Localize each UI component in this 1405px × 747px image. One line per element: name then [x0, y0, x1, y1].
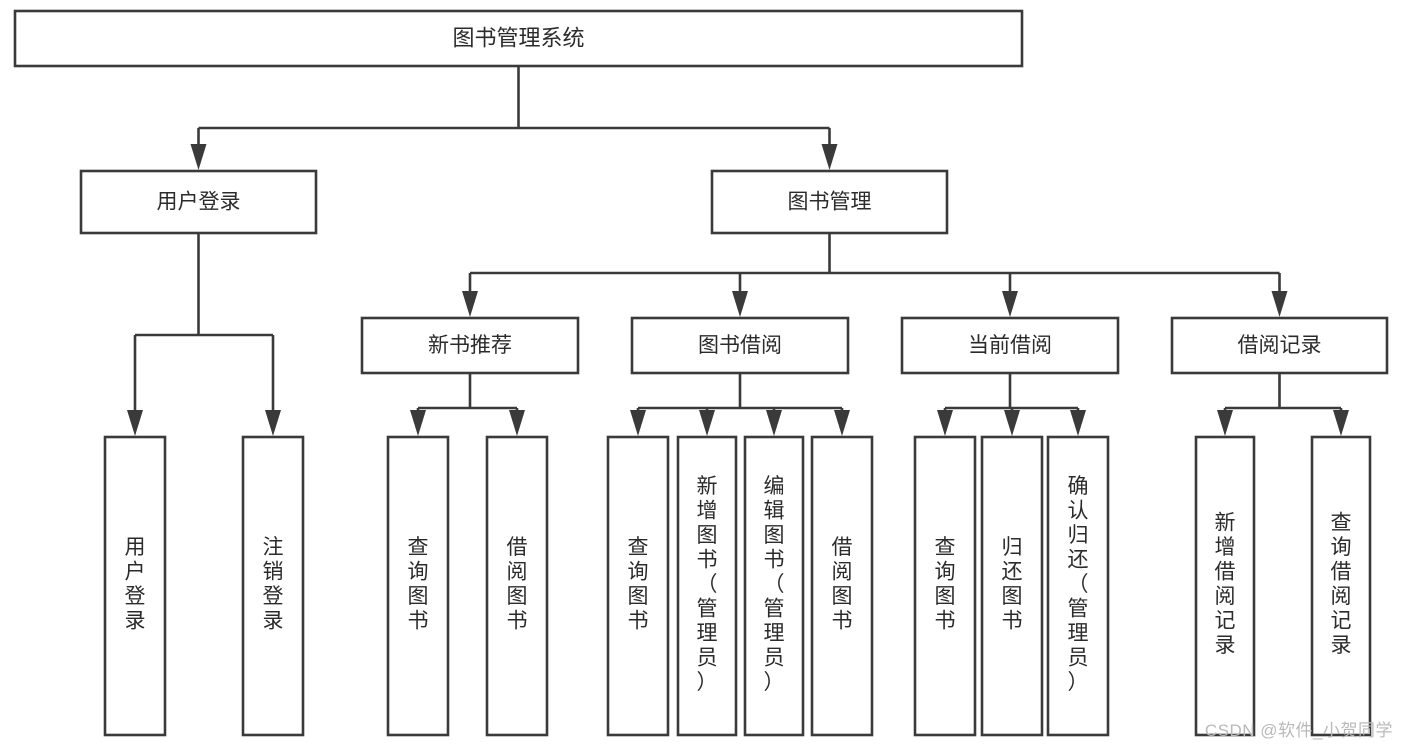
node-leaf-add-borrow-record[interactable]: 新增借阅记录 — [1194, 435, 1256, 737]
node-box — [1046, 435, 1110, 737]
edge-group-new-book-recommend — [410, 373, 525, 436]
node-box — [485, 435, 549, 737]
node-borrow-record[interactable]: 借阅记录 — [1170, 316, 1389, 375]
edge-group-borrow-record — [1217, 373, 1349, 436]
edge-group-current-borrow — [937, 373, 1086, 436]
node-label: 借阅图书 — [507, 536, 528, 633]
node-label: 当前借阅 — [968, 334, 1052, 357]
arrow-head-icon — [1217, 410, 1233, 436]
node-leaf-return-book[interactable]: 归还图书 — [980, 435, 1044, 737]
node-current-borrow[interactable]: 当前借阅 — [900, 316, 1120, 375]
edge-group-user-login — [127, 233, 281, 436]
node-leaf-confirm-return[interactable]: 确认归还（管理员） — [1046, 435, 1110, 737]
node-book-borrow[interactable]: 图书借阅 — [630, 316, 850, 375]
node-label: 用户登录 — [125, 536, 146, 633]
arrow-head-icon — [1070, 410, 1086, 436]
node-box — [1194, 435, 1256, 737]
node-box — [710, 169, 949, 235]
node-leaf-user-login[interactable]: 用户登录 — [103, 435, 167, 737]
node-leaf-query-book-borrow[interactable]: 查询图书 — [606, 435, 670, 737]
node-label: 图书管理系统 — [452, 25, 584, 50]
node-box — [676, 435, 738, 737]
node-box — [1170, 316, 1389, 375]
edges-layer — [127, 66, 1349, 436]
node-box — [241, 435, 305, 737]
edge-group-book-manage — [462, 233, 1288, 317]
node-label: 归还图书 — [1002, 536, 1023, 633]
node-label: 借阅记录 — [1238, 334, 1322, 357]
arrow-head-icon — [937, 410, 953, 436]
edge-group-book-borrow — [630, 373, 850, 436]
arrow-head-icon — [821, 144, 838, 170]
edge-group-root — [190, 66, 838, 170]
node-leaf-add-book[interactable]: 新增图书（管理员） — [676, 435, 738, 737]
node-box — [13, 9, 1024, 68]
node-user-login[interactable]: 用户登录 — [79, 169, 318, 235]
node-new-book-recommend[interactable]: 新书推荐 — [360, 316, 580, 375]
node-label: 图书管理 — [788, 191, 872, 214]
node-label: 新增图书（管理员） — [697, 475, 718, 694]
node-box — [630, 316, 850, 375]
node-label: 编辑图书（管理员） — [764, 475, 785, 694]
arrow-head-icon — [699, 410, 715, 436]
node-box — [743, 435, 805, 737]
arrow-head-icon — [630, 410, 646, 436]
arrow-head-icon — [834, 410, 850, 436]
node-box — [980, 435, 1044, 737]
arrow-head-icon — [127, 410, 143, 436]
node-book-manage[interactable]: 图书管理 — [710, 169, 949, 235]
node-leaf-query-borrow-record[interactable]: 查询借阅记录 — [1310, 435, 1372, 737]
node-leaf-query-book-rec[interactable]: 查询图书 — [386, 435, 450, 737]
node-leaf-edit-book[interactable]: 编辑图书（管理员） — [743, 435, 805, 737]
arrow-head-icon — [766, 410, 782, 436]
node-label: 查询图书 — [935, 536, 956, 633]
node-label: 新增借阅记录 — [1215, 512, 1236, 658]
arrow-head-icon — [1271, 291, 1288, 317]
arrow-head-icon — [410, 410, 426, 436]
node-box — [386, 435, 450, 737]
node-label: 查询借阅记录 — [1331, 512, 1352, 658]
arrow-head-icon — [1004, 410, 1020, 436]
node-box — [1310, 435, 1372, 737]
node-label: 图书借阅 — [698, 334, 782, 357]
node-box — [103, 435, 167, 737]
node-box — [79, 169, 318, 235]
node-root[interactable]: 图书管理系统 — [13, 9, 1024, 68]
node-label: 用户登录 — [157, 191, 241, 214]
node-label: 查询图书 — [408, 536, 429, 633]
node-leaf-query-book-current[interactable]: 查询图书 — [913, 435, 977, 737]
arrow-head-icon — [462, 291, 478, 317]
node-box — [900, 316, 1120, 375]
arrow-head-icon — [190, 144, 207, 170]
arrow-head-icon — [265, 410, 281, 436]
node-label: 确认归还（管理员） — [1068, 475, 1089, 694]
arrow-head-icon — [1002, 291, 1018, 317]
node-box — [606, 435, 670, 737]
arrow-head-icon — [509, 410, 525, 436]
node-box — [360, 316, 580, 375]
node-label: 借阅图书 — [832, 536, 853, 633]
nodes-layer: 图书管理系统用户登录图书管理新书推荐图书借阅当前借阅借阅记录用户登录注销登录查询… — [13, 9, 1389, 737]
node-box — [810, 435, 874, 737]
node-label: 注销登录 — [263, 536, 284, 633]
node-leaf-user-logout[interactable]: 注销登录 — [241, 435, 305, 737]
node-label: 新书推荐 — [428, 334, 512, 357]
node-leaf-borrow-book-rec[interactable]: 借阅图书 — [485, 435, 549, 737]
arrow-head-icon — [1333, 410, 1349, 436]
node-leaf-borrow-book[interactable]: 借阅图书 — [810, 435, 874, 737]
node-label: 查询图书 — [628, 536, 649, 633]
node-box — [913, 435, 977, 737]
arrow-head-icon — [732, 291, 748, 317]
